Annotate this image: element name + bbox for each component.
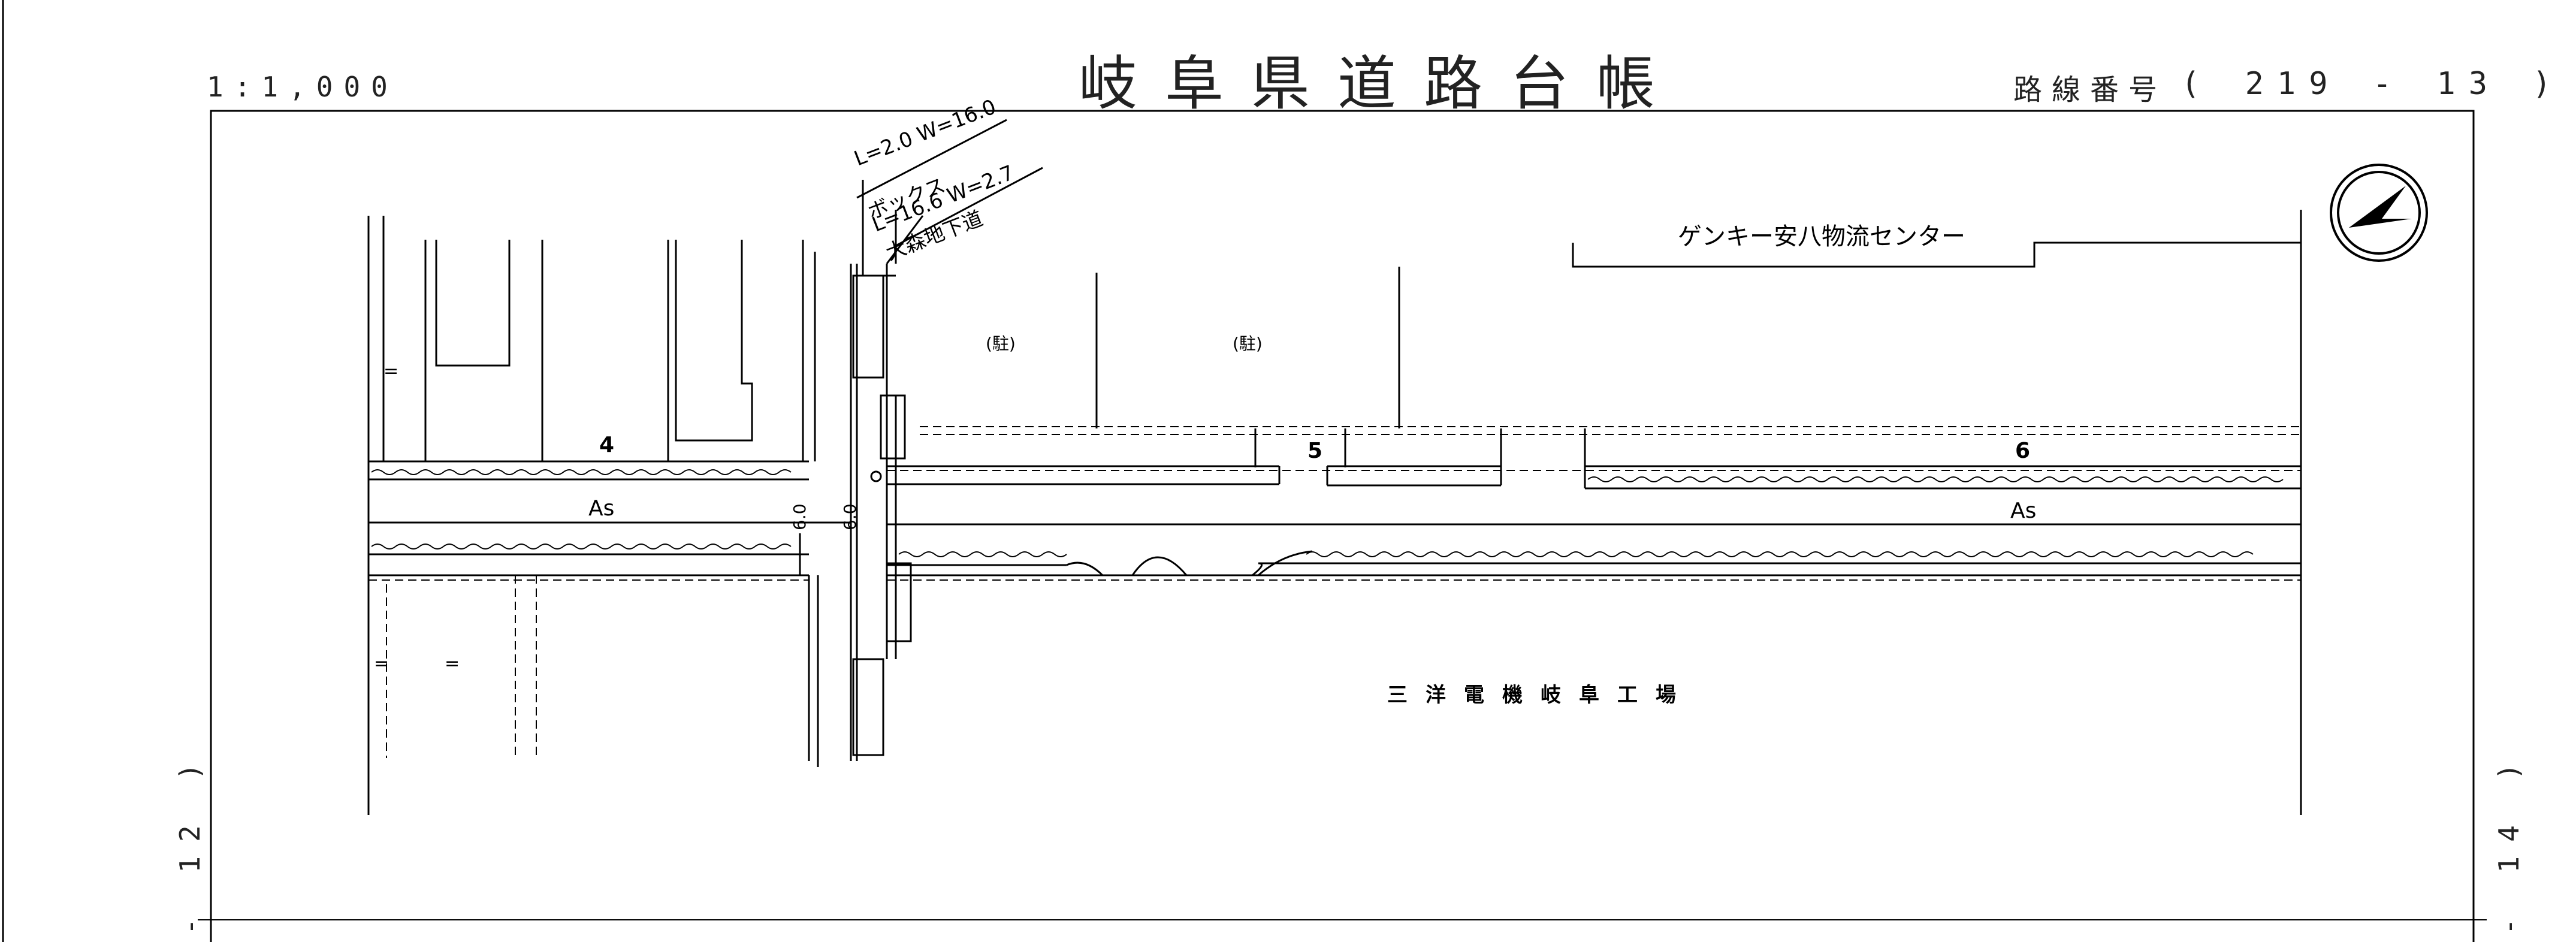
building-label: ゲンキー安八物流センター (1678, 223, 1965, 250)
land-use-symbol: = (374, 653, 389, 674)
buildings (367, 210, 2302, 815)
parking-label: (駐) (986, 334, 1016, 354)
road-width-dimension: 6.0 (840, 503, 860, 530)
adjacent-sheet-right: - 14 ) (2493, 748, 2525, 935)
route-number-value: ( 219 - 13 ) (2181, 66, 2565, 102)
facility-label: 三洋電機岐阜工場 (1387, 683, 1694, 707)
kerb-hatching (371, 469, 2284, 557)
land-use-symbol: = (445, 653, 460, 674)
land-use-symbol: = (383, 361, 399, 382)
section-number: 6 (2015, 439, 2031, 463)
ledger-title: 岐阜県道路台帳 (1079, 50, 1683, 118)
main-road (369, 428, 2301, 576)
sheet-frame (210, 110, 2475, 942)
section-number: 4 (599, 433, 615, 457)
north-arrow-icon (2330, 164, 2428, 262)
scale-label: 1:1,000 (207, 71, 398, 103)
route-number-label: 路線番号 (2013, 73, 2167, 107)
road-width-dimension: 6.0 (790, 503, 810, 530)
section-number: 5 (1307, 439, 1323, 463)
parking-label: (駐) (1233, 334, 1263, 354)
pavement-label: As (2010, 499, 2037, 523)
property-lines (369, 426, 2301, 758)
box-culvert (799, 119, 1043, 761)
adjacent-sheet-left: - 12 ) (174, 748, 206, 935)
pavement-label: As (588, 496, 615, 521)
